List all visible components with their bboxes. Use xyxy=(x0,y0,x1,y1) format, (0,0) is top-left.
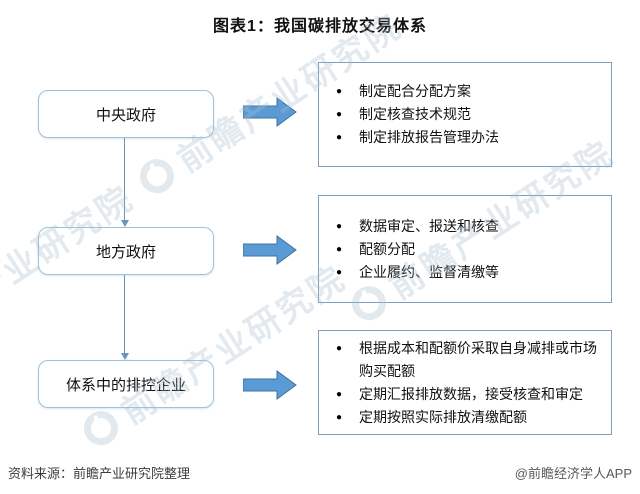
panel-local-government-tasks: 数据审定、报送和核查 配额分配 企业履约、监督清缴等 xyxy=(318,195,612,303)
credit-note: @前瞻经济学人APP xyxy=(514,466,632,481)
actor-box-regulated-enterprises: 体系中的排控企业 xyxy=(38,360,214,408)
task-item: 制定排放报告管理办法 xyxy=(333,126,499,149)
down-arrowhead-icon xyxy=(121,220,129,227)
task-item: 定期按照实际排放清缴配额 xyxy=(333,406,603,429)
task-item: 制定核查技术规范 xyxy=(333,103,499,126)
task-list: 制定配合分配方案 制定核查技术规范 制定排放报告管理办法 xyxy=(333,80,499,149)
actor-box-local-government: 地方政府 xyxy=(38,227,214,275)
task-item: 制定配合分配方案 xyxy=(333,80,499,103)
task-item: 数据审定、报送和核查 xyxy=(333,215,499,238)
down-connector-line xyxy=(124,136,125,221)
panel-regulated-enterprises-tasks: 根据成本和配额价采取自身减排或市场购买配额 定期汇报排放数据，接受核查和审定 定… xyxy=(318,330,612,435)
panel-central-government-tasks: 制定配合分配方案 制定核查技术规范 制定排放报告管理办法 xyxy=(318,62,612,167)
watermark-logo-icon xyxy=(77,404,125,452)
actor-label: 地方政府 xyxy=(95,243,156,261)
task-item: 企业履约、监督清缴等 xyxy=(333,261,499,284)
figure-title: 图表1：我国碳排放交易体系 xyxy=(213,18,427,35)
task-list: 根据成本和配额价采取自身减排或市场购买配额 定期汇报排放数据，接受核查和审定 定… xyxy=(333,337,603,429)
down-arrowhead-icon xyxy=(121,353,129,360)
watermark: 前瞻产业研究院 xyxy=(73,251,354,457)
watermark-logo-icon xyxy=(133,152,181,200)
task-item: 定期汇报排放数据，接受核查和审定 xyxy=(333,383,603,406)
right-block-arrow xyxy=(243,97,297,127)
right-block-arrow xyxy=(243,370,297,400)
right-block-arrow xyxy=(243,235,297,265)
source-note: 资料来源：前瞻产业研究院整理 xyxy=(8,466,191,481)
task-list: 数据审定、报送和核查 配额分配 企业履约、监督清缴等 xyxy=(333,215,499,284)
actor-box-central-government: 中央政府 xyxy=(38,90,214,138)
task-item: 根据成本和配额价采取自身减排或市场购买配额 xyxy=(333,337,603,383)
task-item: 配额分配 xyxy=(333,238,499,261)
actor-label: 体系中的排控企业 xyxy=(65,376,186,394)
down-connector-line xyxy=(124,274,125,354)
actor-label: 中央政府 xyxy=(95,106,156,124)
